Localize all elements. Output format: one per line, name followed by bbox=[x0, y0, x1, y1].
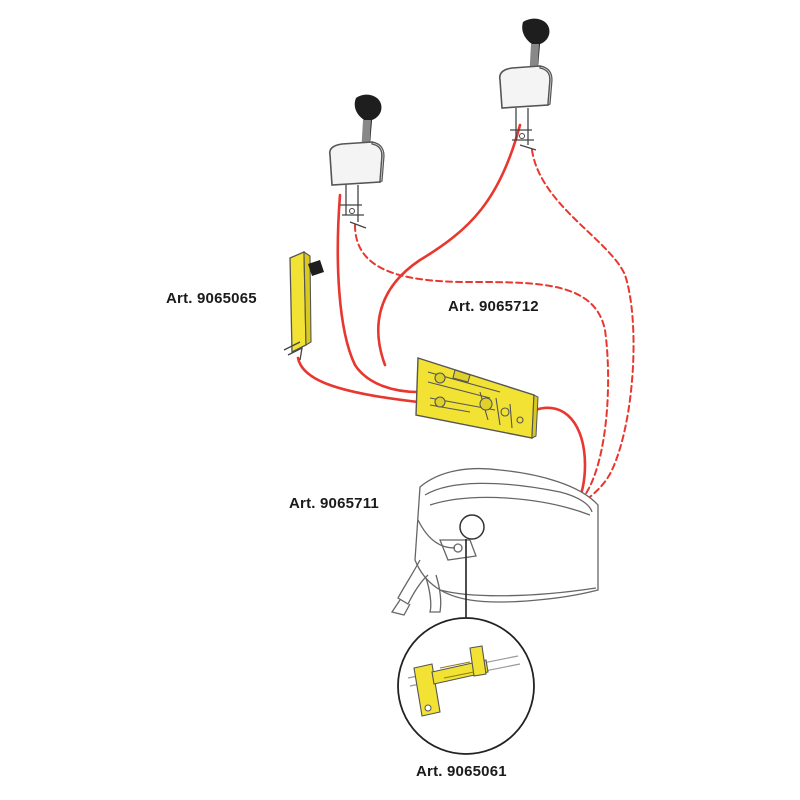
cable-box-part bbox=[283, 250, 324, 361]
lower-lever-body-side bbox=[371, 141, 385, 184]
upper-lever-body bbox=[498, 65, 551, 109]
cable-lower-control-to-plate bbox=[336, 193, 420, 394]
cable-box-knob bbox=[308, 260, 324, 276]
lower-lever-bolt bbox=[349, 208, 355, 214]
label-cable-box: Art. 9065065 bbox=[166, 290, 257, 307]
cable-box-to-plate bbox=[296, 356, 420, 404]
engine-connector-point bbox=[459, 514, 485, 540]
cable-upper-control-to-plate bbox=[376, 123, 522, 367]
lower-lever-bracket bbox=[340, 185, 367, 229]
label-dual-station: Art. 9065712 bbox=[448, 298, 539, 315]
label-engine-connector: Art. 9065711 bbox=[289, 495, 379, 512]
detail-circle bbox=[397, 617, 535, 755]
lower-lever-body bbox=[328, 141, 383, 186]
plate-edge bbox=[531, 394, 539, 439]
cable-box-body bbox=[289, 251, 307, 354]
upper-lever-body-side bbox=[539, 65, 553, 107]
detail-connector-kit bbox=[407, 645, 521, 717]
cable-upper-control-dashed bbox=[489, 149, 635, 543]
upper-control-lever bbox=[498, 18, 553, 151]
upper-lever-bolt bbox=[519, 133, 525, 139]
plate-body bbox=[415, 357, 535, 439]
lower-control-lever bbox=[328, 94, 385, 229]
dual-station-plate bbox=[415, 357, 539, 439]
label-detail-kit: Art. 9065061 bbox=[416, 763, 507, 780]
cable-box-base bbox=[283, 341, 303, 361]
cable-lower-control-dashed bbox=[354, 224, 610, 531]
plate-mechanism bbox=[427, 369, 524, 429]
engine-cowling bbox=[414, 467, 599, 603]
engine-bracket bbox=[397, 559, 442, 613]
upper-lever-bracket bbox=[510, 108, 537, 151]
cable-box-side bbox=[303, 250, 312, 346]
engine-part bbox=[390, 467, 599, 616]
